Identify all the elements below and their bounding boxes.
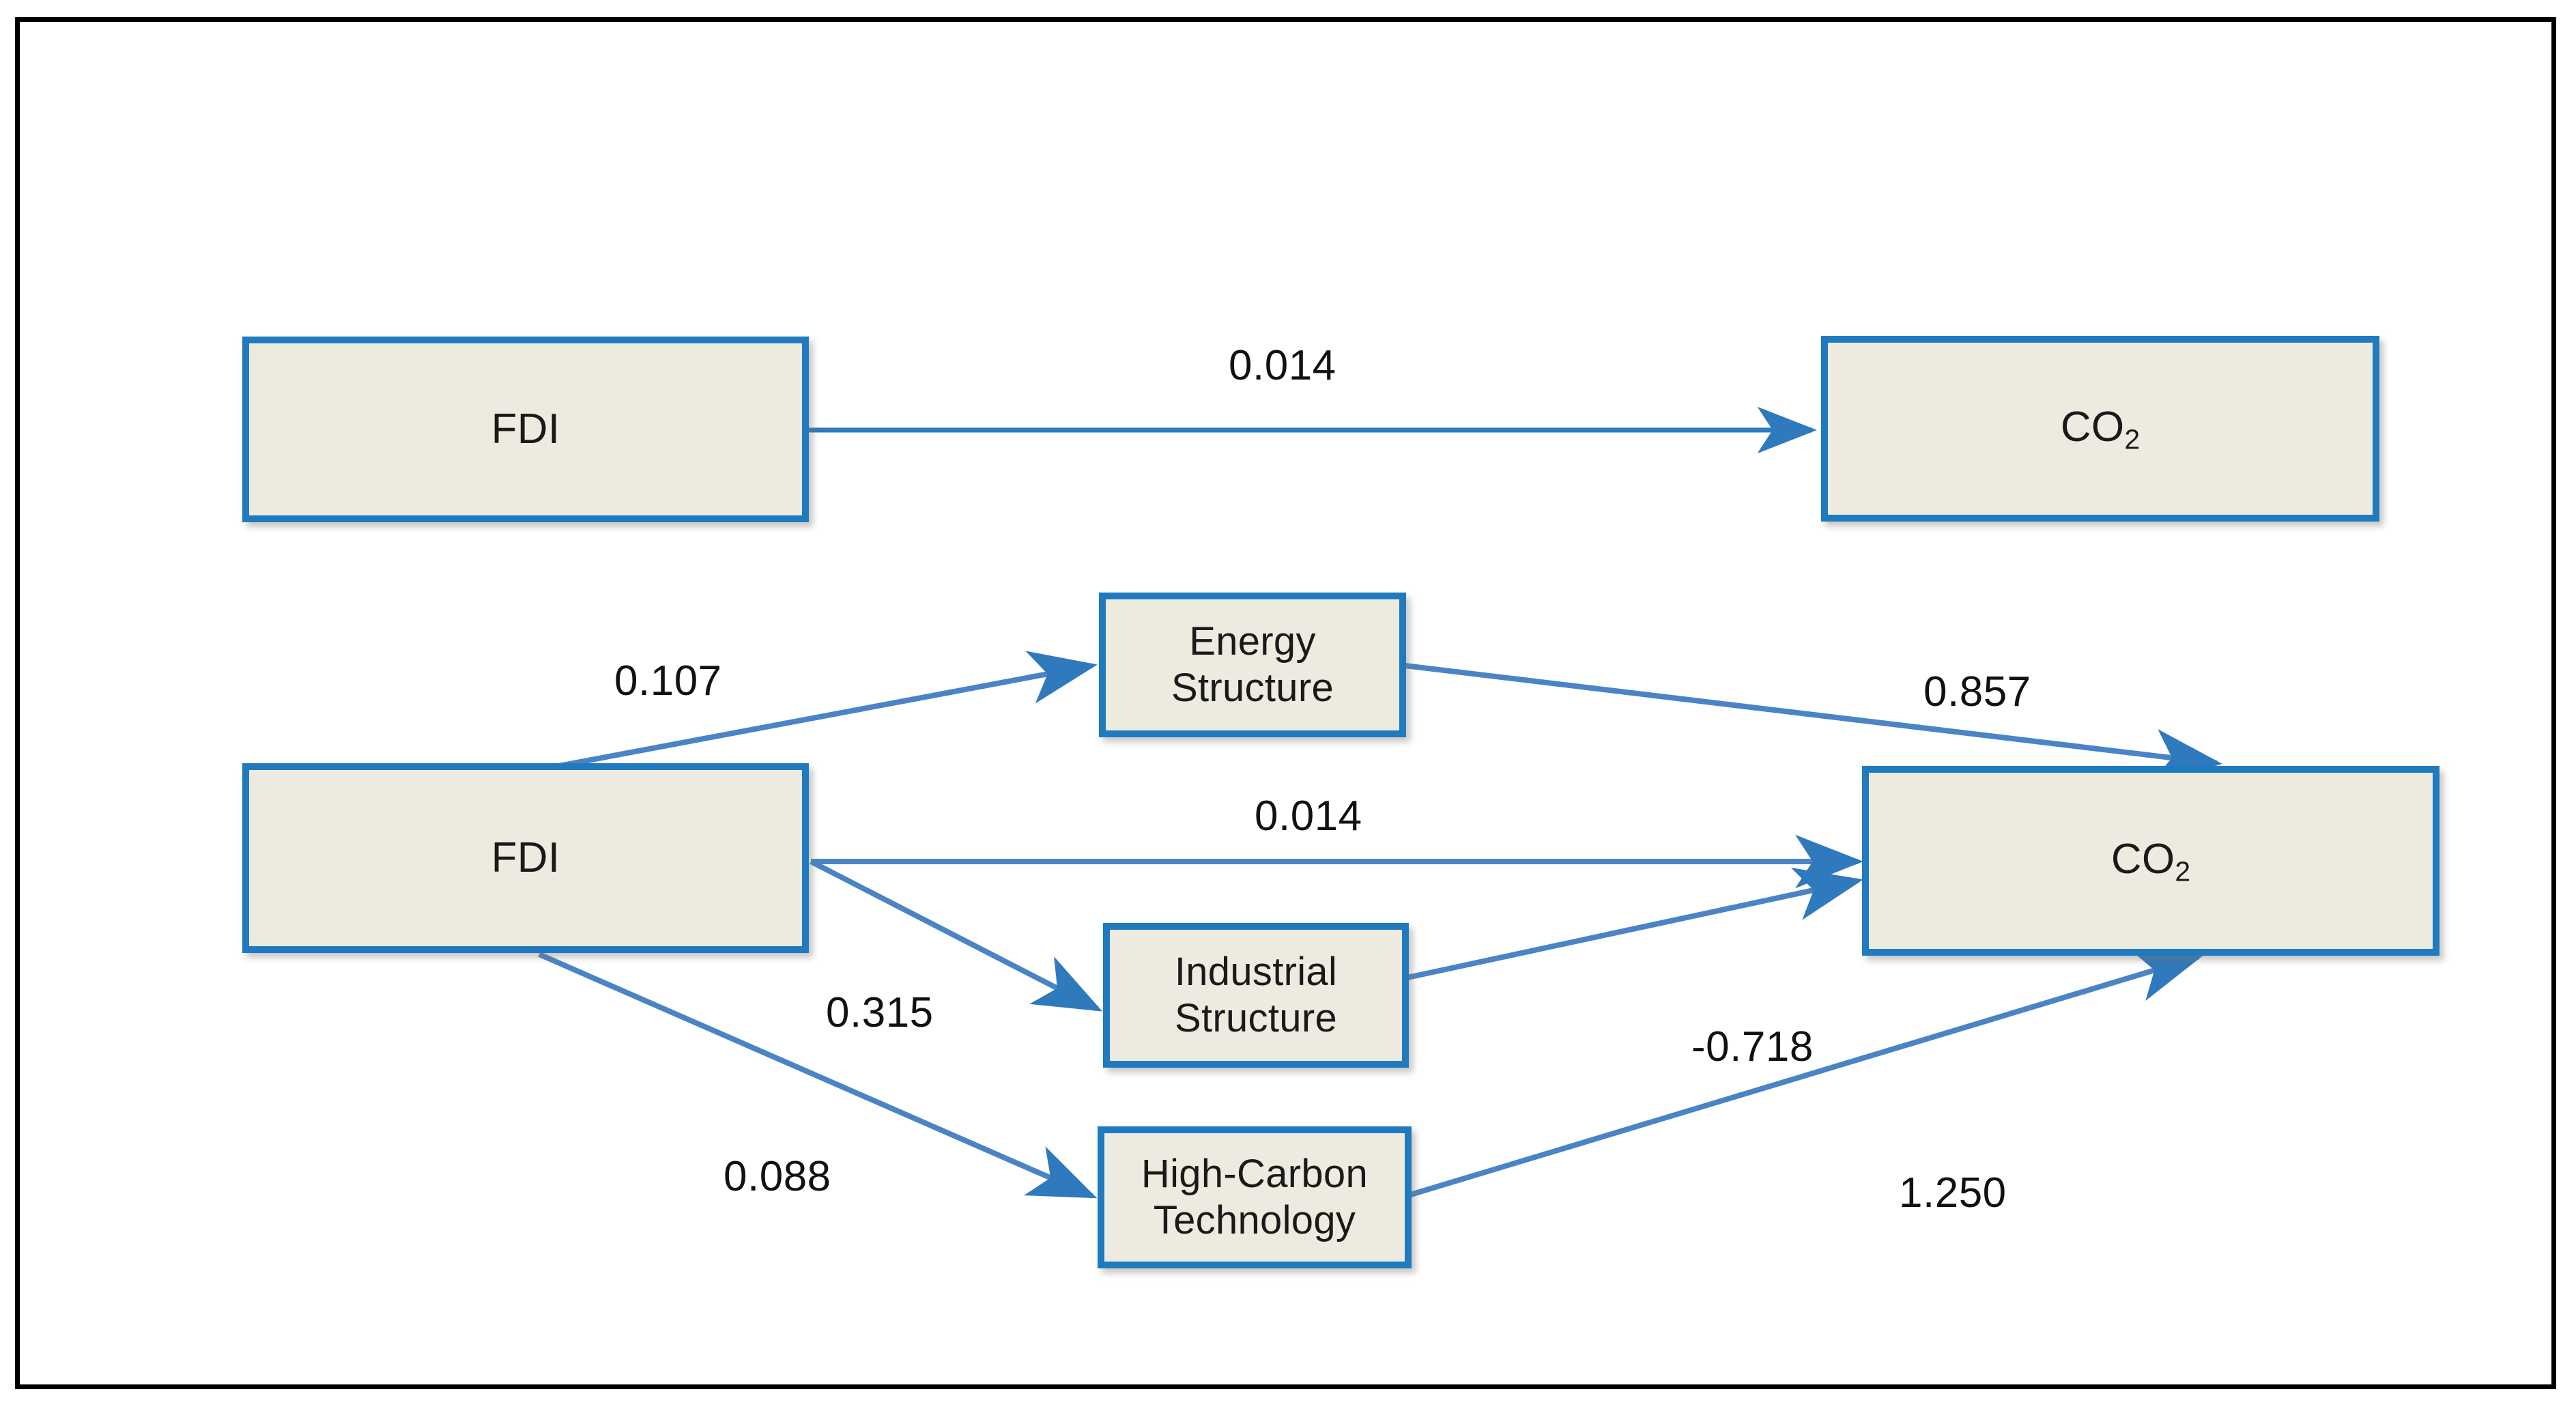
node-high-carbon-technology-line2: Technology — [1153, 1198, 1356, 1242]
edge-label-hctech-to-co2: 1.250 — [1899, 1169, 2007, 1216]
edge-label-fdi-to-co2: 0.014 — [1255, 793, 1362, 840]
node-co2-top-text: CO — [2060, 403, 2125, 451]
node-fdi-main[interactable]: FDI — [242, 763, 809, 953]
node-energy-structure-label: Energy Structure — [1106, 618, 1399, 712]
edge-label-fdi-to-hctech: 0.088 — [724, 1153, 831, 1200]
edge-label-energy-to-co2: 0.857 — [1923, 668, 2031, 715]
edge-label-industrial-to-co2: -0.718 — [1691, 1023, 1814, 1070]
node-high-carbon-technology-label: High-Carbon Technology — [1104, 1151, 1405, 1244]
node-fdi-main-label: FDI — [491, 834, 560, 882]
node-co2-main-label: CO2 — [1869, 834, 2433, 888]
node-high-carbon-technology[interactable]: High-Carbon Technology — [1098, 1126, 1412, 1268]
node-fdi-top-label: FDI — [491, 405, 560, 453]
node-fdi-top[interactable]: FDI — [242, 337, 809, 522]
node-energy-structure[interactable]: Energy Structure — [1099, 593, 1406, 737]
node-co2-main-subscript: 2 — [2175, 855, 2191, 887]
node-co2-top[interactable]: CO2 — [1821, 336, 2379, 522]
node-co2-main-text: CO — [2110, 835, 2175, 883]
node-industrial-structure-label: Industrial Structure — [1110, 949, 1402, 1042]
node-energy-structure-line2: Structure — [1171, 666, 1334, 710]
node-industrial-structure-line1: Industrial — [1174, 949, 1338, 994]
node-energy-structure-line1: Energy — [1189, 618, 1316, 664]
node-industrial-structure-line2: Structure — [1174, 996, 1337, 1040]
edge-label-fdi-to-industrial: 0.315 — [826, 989, 934, 1036]
node-co2-main[interactable]: CO2 — [1862, 766, 2439, 956]
edge-label-fdi-to-co2-direct: 0.014 — [1229, 342, 1336, 389]
edge-label-fdi-to-energy: 0.107 — [614, 657, 722, 704]
node-industrial-structure[interactable]: Industrial Structure — [1103, 923, 1409, 1068]
node-high-carbon-technology-line1: High-Carbon — [1141, 1151, 1369, 1196]
node-co2-top-label: CO2 — [1828, 402, 2373, 456]
node-co2-top-subscript: 2 — [2124, 423, 2141, 455]
